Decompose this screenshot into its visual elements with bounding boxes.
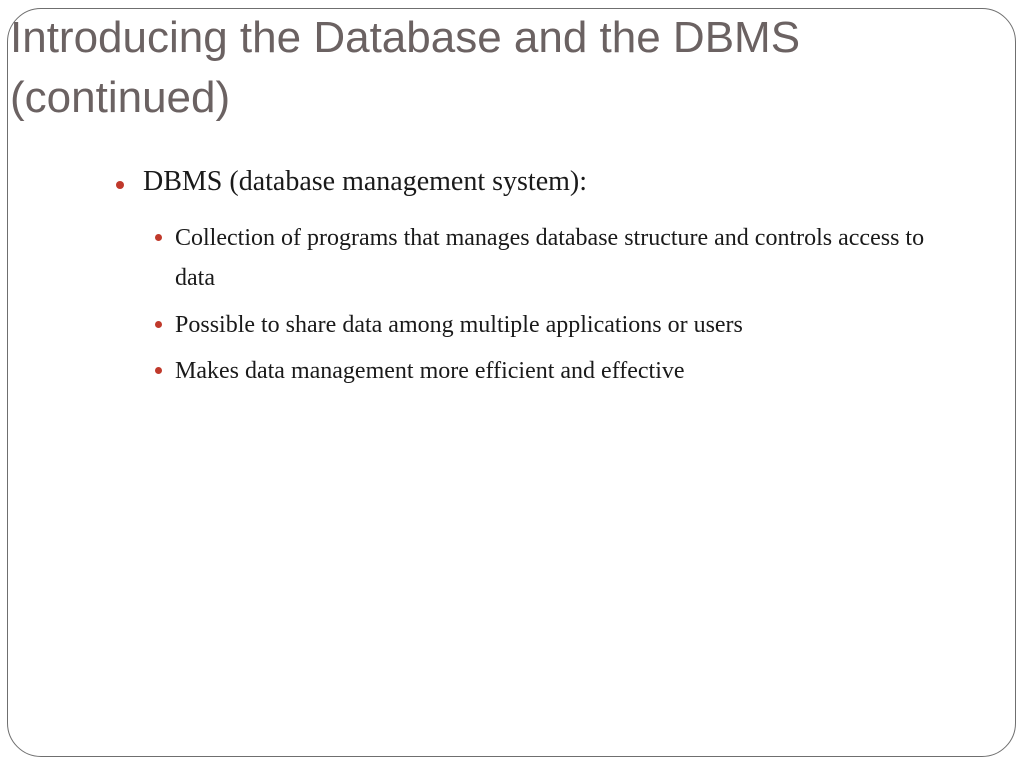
slide-content: DBMS (database management system): Colle… (0, 166, 1024, 391)
slide-border (7, 8, 1016, 757)
subbullet-text: Makes data management more efficient and… (175, 358, 685, 384)
subbullet-item: Collection of programs that manages data… (155, 218, 935, 298)
bullet-dot-icon (116, 181, 124, 189)
subbullet-text: Collection of programs that manages data… (175, 225, 925, 291)
bullet-text: DBMS (database management system): (143, 166, 588, 197)
bullet-dot-icon (155, 321, 162, 328)
bullet-dot-icon (155, 234, 162, 241)
slide-title: Introducing the Database and the DBMS (c… (10, 13, 801, 122)
subbullet-item: Possible to share data among multiple ap… (155, 305, 935, 345)
subbullet-item: Makes data management more efficient and… (155, 351, 935, 391)
subbullet-text: Possible to share data among multiple ap… (175, 312, 743, 338)
bullet-dot-icon (155, 367, 162, 374)
bullet-item: DBMS (database management system): (116, 166, 943, 198)
